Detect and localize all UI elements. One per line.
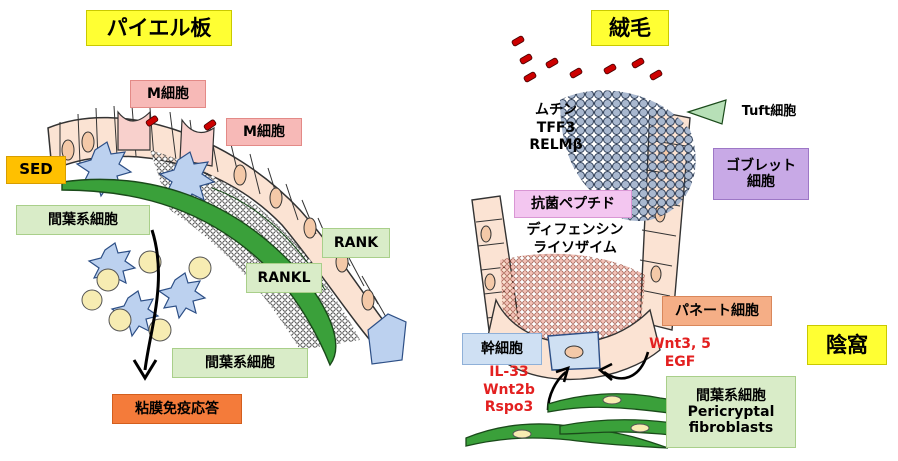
paneth-cell-label: パネート細胞 (662, 296, 772, 326)
mesenchymal-label-2: 間葉系細胞 (172, 348, 308, 378)
tuft-cell-text: Tuft細胞 (741, 104, 797, 119)
paneth-factor-text-block: Wnt3, 5 EGF (642, 336, 718, 371)
lysozyme-text: ライソザイム (533, 239, 617, 256)
fibro-line-2: Pericryptal (687, 403, 775, 420)
rspo3-text: Rspo3 (484, 399, 534, 415)
il33-text: IL-33 (489, 364, 529, 380)
stem-cell-label: 幹細胞 (462, 333, 542, 365)
relmb-text: RELMβ (529, 137, 583, 153)
goblet-line-2: 細胞 (747, 174, 775, 190)
fibro-line-3: fibroblasts (688, 420, 774, 437)
antimicrobial-text-block: ディフェンシン ライソザイム (510, 222, 640, 257)
tff3-text: TFF3 (536, 119, 576, 136)
goblet-line-1: ゴブレット (726, 157, 796, 174)
m-cell-label-2: M細胞 (226, 118, 302, 146)
wnt35-text: Wnt3, 5 (649, 336, 711, 352)
fibro-line-1: 間葉系細胞 (696, 387, 766, 404)
mucin-text: ムチン (535, 102, 577, 118)
goblet-cell-label: ゴブレット 細胞 (713, 148, 809, 200)
villus-title: 絨毛 (591, 10, 669, 46)
egf-text: EGF (664, 353, 696, 370)
niche-factor-text-block: IL-33 Wnt2b Rspo3 (474, 364, 544, 417)
m-cell-label-1: M細胞 (130, 80, 206, 108)
peyer-patch-illustration (47, 105, 407, 381)
wnt2b-text: Wnt2b (483, 381, 535, 398)
mucin-text-block: ムチン TFF3 RELMβ (516, 102, 596, 155)
antimicrobial-peptide-label: 抗菌ペプチド (514, 190, 632, 218)
defensin-text: ディフェンシン (526, 222, 624, 238)
mesenchymal-label-1: 間葉系細胞 (16, 205, 150, 235)
pericryptal-fibroblast-label: 間葉系細胞 Pericryptal fibroblasts (666, 376, 796, 448)
sed-label: SED (6, 156, 66, 184)
crypt-title: 陰窩 (807, 325, 887, 365)
peyer-patch-title: パイエル板 (86, 10, 232, 46)
mucosal-immunity-label: 粘膜免疫応答 (112, 394, 242, 424)
rank-label: RANK (322, 228, 390, 258)
rankl-label: RANKL (246, 263, 322, 293)
